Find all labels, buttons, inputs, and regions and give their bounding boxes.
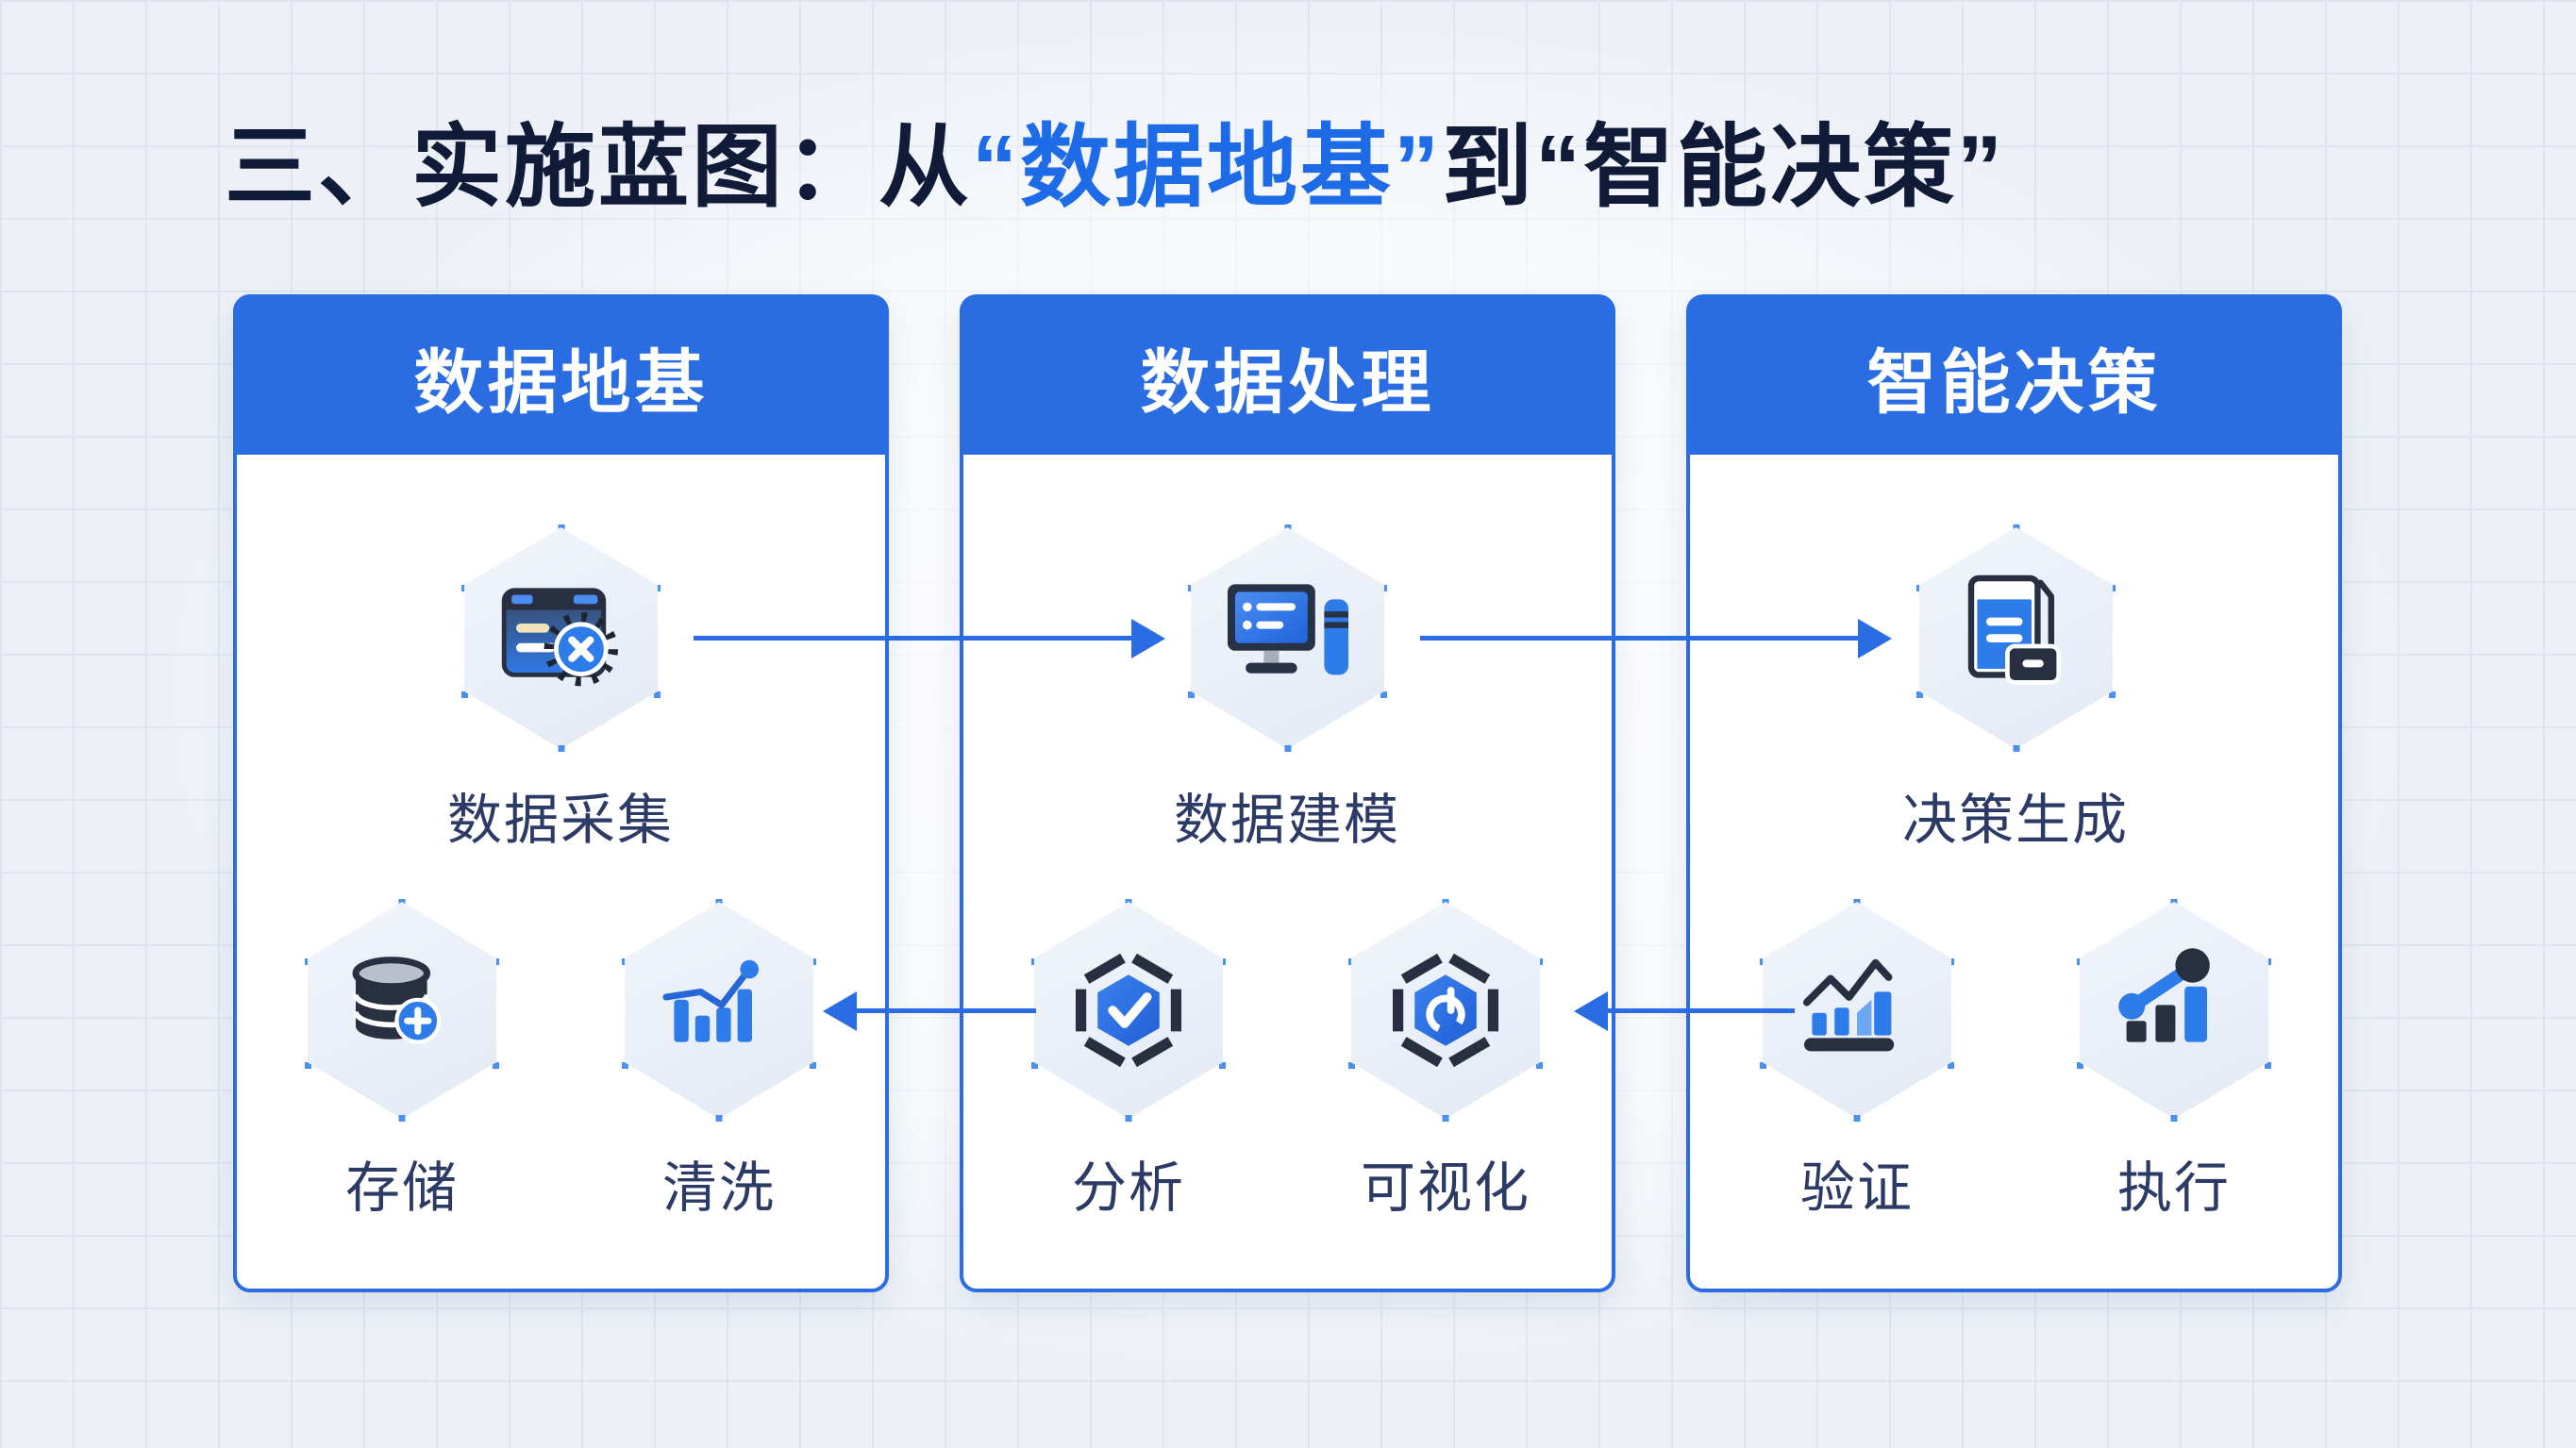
step-label-execution: 执行 xyxy=(2116,1157,2231,1219)
arrow-verify-to-visualize xyxy=(1608,1008,1795,1013)
title-connector: 到 xyxy=(1442,117,1535,218)
database-plus-icon xyxy=(352,957,442,1044)
slide-title: 三、实施蓝图：从“数据地基”到“智能决策” xyxy=(225,111,2005,225)
chart-baseline-icon xyxy=(1802,958,1895,1052)
hexagon-tile xyxy=(1351,902,1540,1119)
hexagon-tile xyxy=(1919,527,2113,749)
hexagon-tile xyxy=(464,527,658,749)
bar-chart-trend-icon xyxy=(662,959,759,1042)
card-data-foundation: 数据地基 xyxy=(233,294,889,1292)
browser-gear-icon xyxy=(501,587,618,686)
arrow-model-to-decision xyxy=(1420,636,1858,641)
hexagon-tile xyxy=(625,902,813,1119)
hexagon-tile xyxy=(1191,527,1384,749)
hexagon-check-icon xyxy=(1076,953,1181,1068)
step-label-verification: 验证 xyxy=(1799,1157,1914,1219)
card-smart-decision: 智能决策 xyxy=(1686,294,2342,1292)
title-tail: “智能决策” xyxy=(1535,117,2005,218)
title-highlight: “数据地基” xyxy=(972,117,1442,218)
card-header-data-foundation: 数据地基 xyxy=(237,298,885,455)
workstation-icon xyxy=(1227,583,1348,674)
arrow-analysis-to-clean xyxy=(857,1008,1036,1013)
title-prefix: 三、实施蓝图：从 xyxy=(225,117,972,218)
card-data-processing: 数据处理 xyxy=(960,294,1615,1292)
milestone-bars-icon xyxy=(2118,948,2210,1042)
step-label-analysis: 分析 xyxy=(1071,1157,1185,1219)
card-header-smart-decision: 智能决策 xyxy=(1690,298,2338,455)
step-label-storage: 存储 xyxy=(344,1157,459,1219)
step-label-data-modeling: 数据建模 xyxy=(1173,790,1400,851)
hexagon-dial-icon xyxy=(1393,953,1498,1068)
hexagon-tile xyxy=(1034,902,1223,1119)
hexagon-tile xyxy=(2080,902,2268,1119)
step-label-decision-generation: 决策生成 xyxy=(1901,790,2129,851)
arrow-collect-to-model xyxy=(694,636,1131,641)
document-archive-icon xyxy=(1967,574,2061,685)
step-label-cleaning: 清洗 xyxy=(661,1157,776,1219)
step-label-visualization: 可视化 xyxy=(1360,1157,1531,1219)
hexagon-tile xyxy=(308,902,496,1119)
card-header-data-processing: 数据处理 xyxy=(963,298,1612,455)
step-label-data-collection: 数据采集 xyxy=(446,790,674,851)
